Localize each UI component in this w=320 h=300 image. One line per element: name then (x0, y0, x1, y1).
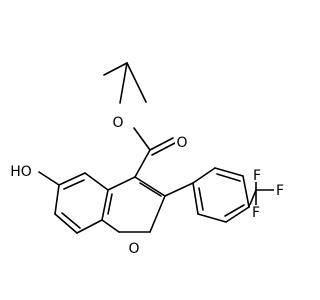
bond-c2-o1 (149, 195, 166, 233)
bond-c3-c2 (134, 176, 166, 197)
furan-o-bg (127, 240, 141, 256)
f-top-bg (251, 168, 263, 182)
bond-c3-c3a (107, 176, 136, 191)
bond-ch2-ester-o (126, 62, 147, 103)
bond-ph3-ph4 (242, 175, 250, 208)
bond-c5-c6 (54, 184, 60, 215)
f-right-bg (274, 183, 286, 197)
fluorine-top-label: F (253, 168, 261, 184)
bond-c6-c7-inner (61, 212, 81, 229)
molecule-structure: O O HO O F F F (8, 62, 286, 257)
bond-ph2-ph3 (214, 167, 244, 177)
bond-ethyl-ch2 (119, 62, 128, 104)
bond-c7-c7a (76, 219, 103, 234)
bond-carbonyl-c-o (149, 137, 174, 151)
ester-oxygen-label: O (112, 115, 123, 131)
hydroxyl-label: HO (10, 164, 32, 180)
bond-ph1-ph2 (192, 167, 216, 184)
bond-c3-carbonyl (134, 149, 151, 178)
bond-c7a-c3a-inner (107, 193, 113, 215)
fluorine-right-label: F (276, 183, 284, 199)
carbonyl-oxygen-label: O (176, 135, 187, 151)
bond-c6-c7 (54, 213, 78, 234)
bond-ph5-ph6 (197, 213, 227, 223)
bond-ph6-ph1-inner (198, 187, 204, 211)
bond-ethyl-ch3 (103, 62, 128, 76)
bond-carbonyl-c-o-double (151, 142, 176, 156)
atom-labels: O O HO O F F F (8, 114, 286, 257)
hydroxyl-bg (8, 163, 34, 179)
bond-c4-c5-inner (63, 179, 85, 190)
bond-ph2-ph3-inner (216, 173, 241, 182)
bond-c5-oh (38, 171, 60, 186)
bond-ph4-cf3 (248, 189, 257, 208)
bond-c2-phenyl (164, 182, 194, 197)
bond-c3-c2-inner (139, 182, 162, 197)
bond-c7a-c3a (101, 189, 109, 221)
f-bottom-bg (250, 205, 262, 219)
bond-lines (38, 62, 277, 234)
bond-c7a-o1 (101, 219, 120, 233)
furan-oxygen-label: O (128, 241, 139, 257)
fluorine-bottom-label: F (252, 205, 260, 221)
ester-o-bg (111, 114, 125, 130)
carbonyl-o-bg (175, 134, 189, 150)
bond-ph4-ph5 (225, 206, 250, 223)
bond-ester-o-carbonyl (133, 127, 151, 151)
bond-ph4-ph5-inner (224, 204, 245, 217)
bond-c4-c5 (58, 172, 86, 186)
bond-c3a-c4 (84, 172, 109, 191)
bond-ph6-ph1 (192, 182, 199, 215)
